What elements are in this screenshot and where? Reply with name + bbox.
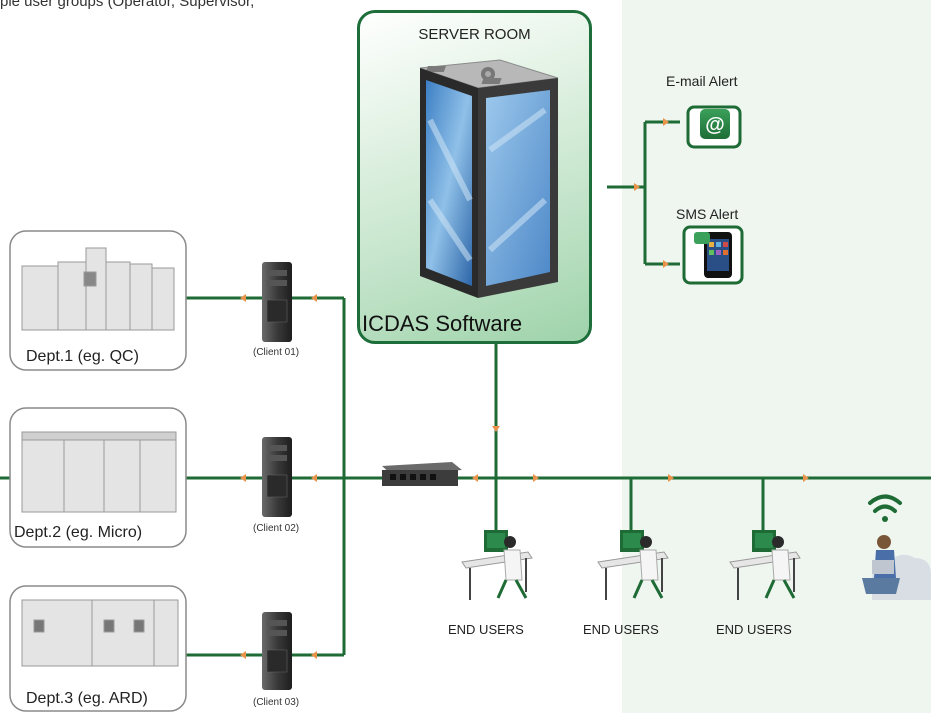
remote-user-laptop-icon (862, 535, 931, 600)
email-alert-label: E-mail Alert (666, 73, 738, 89)
flow-arrows (240, 118, 809, 659)
sms-alert-label: SMS Alert (676, 206, 739, 222)
cabinet-equipment-icon (21, 599, 179, 667)
server-room-title: SERVER ROOM (418, 26, 531, 43)
arrow (472, 474, 478, 482)
dept3-label: Dept.3 (eg. ARD) (26, 690, 148, 707)
arrow (803, 474, 809, 482)
email-at-glyph: @ (705, 114, 725, 136)
cabinet-equipment-icon (21, 247, 175, 331)
arrow (311, 474, 317, 482)
client02-label: (Client 02) (253, 523, 300, 534)
workstation-user-icon (597, 530, 669, 600)
wifi-icon (868, 494, 902, 522)
arrow (492, 426, 500, 432)
arrow (663, 260, 669, 268)
icdas-software-label: ICDAS Software (362, 311, 523, 336)
arrow (240, 651, 246, 659)
arrow (240, 474, 246, 482)
end-users-label-1: END USERS (448, 622, 524, 637)
arrow (240, 294, 246, 302)
arrow (311, 294, 317, 302)
arrow (533, 474, 539, 482)
client-tower-icon (262, 437, 292, 517)
client-tower-icon (262, 262, 292, 342)
client03-label: (Client 03) (253, 697, 300, 708)
client-tower-icon (262, 612, 292, 690)
arrow (663, 118, 669, 126)
server-rack-icon (419, 59, 559, 298)
end-users-label-3: END USERS (716, 622, 792, 637)
workstation-user-icon (729, 530, 801, 600)
client01-label: (Client 01) (253, 347, 300, 358)
dept2-label: Dept.2 (eg. Micro) (14, 524, 143, 541)
workstation-user-icon (461, 530, 533, 600)
arrow (311, 651, 317, 659)
end-users-label-2: END USERS (583, 622, 659, 637)
server-to-alerts-line (607, 120, 680, 266)
arrow (668, 474, 674, 482)
sms-phone-icon (682, 225, 744, 285)
arrow (634, 183, 640, 191)
partial-description-text: ple user groups (Operator, Supervisor, (0, 0, 255, 10)
network-switch-icon (382, 462, 462, 486)
dept1-label: Dept.1 (eg. QC) (26, 348, 139, 365)
email-alert-icon (686, 105, 742, 149)
cabinet-equipment-icon (21, 431, 177, 513)
